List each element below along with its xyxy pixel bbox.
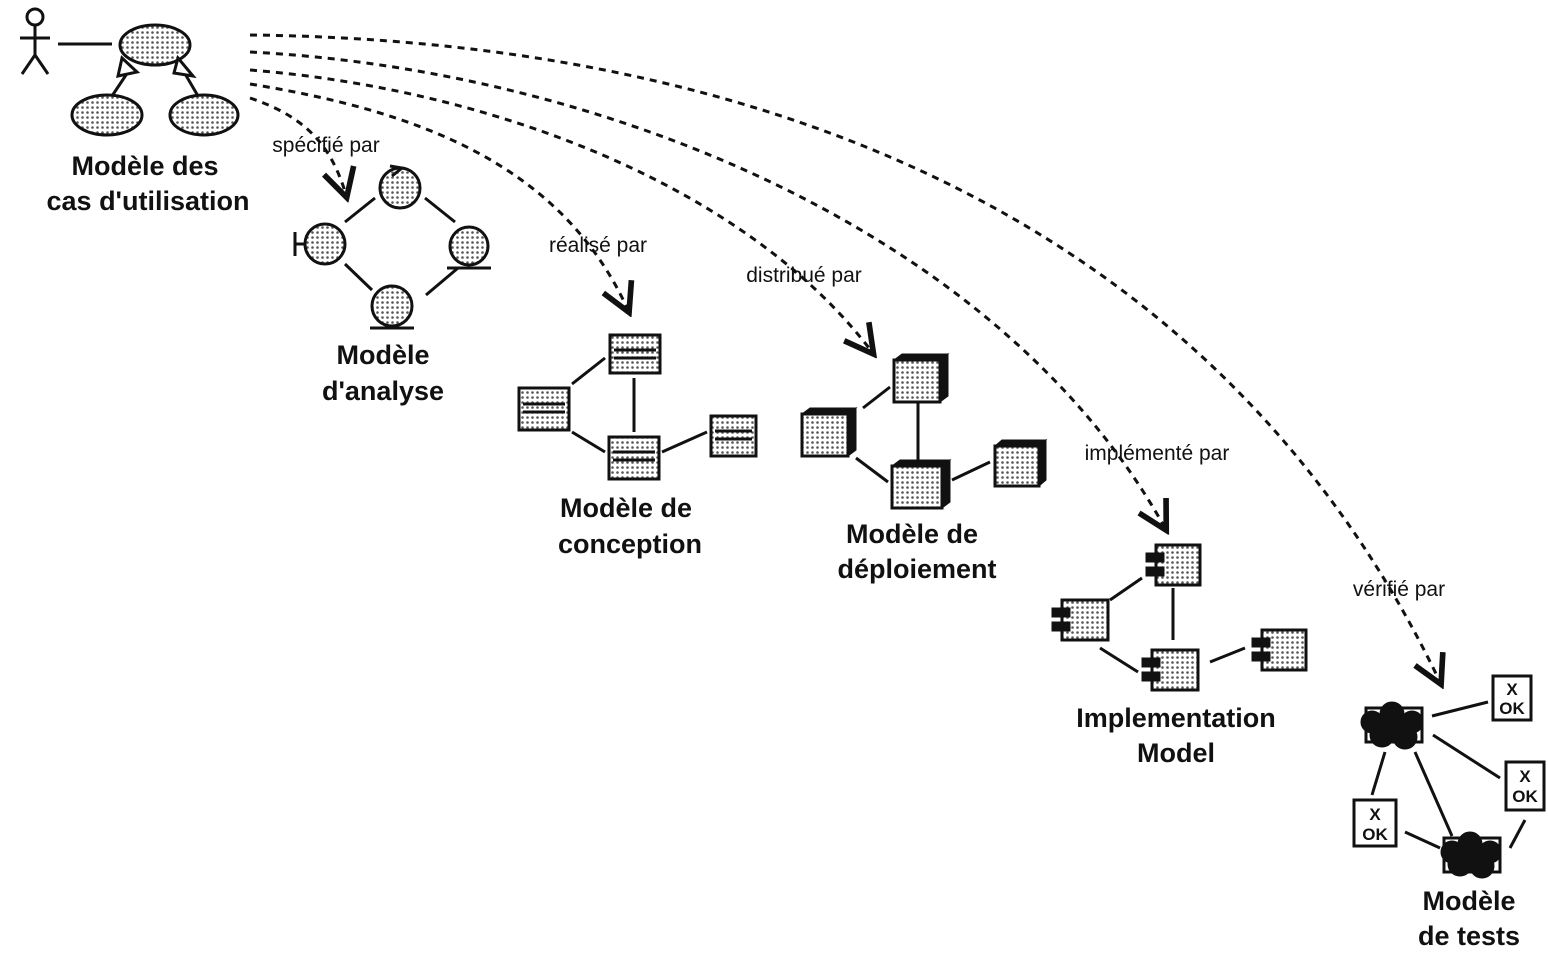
component-icon [1051,598,1110,642]
model-label-analysis: Modèle [336,340,429,370]
analysis-model: Modèle d'analyse [293,164,491,406]
class-icon [608,333,662,375]
generalization-arrows [110,54,200,97]
node-icon [892,353,950,404]
label-distributed: distribué par [746,264,862,287]
model-label-use-case: Modèle des [71,151,218,181]
model-label-deployment: déploiement [837,554,996,584]
svg-text:X: X [1369,805,1381,824]
implementation-model: Implementation Model [1051,543,1308,768]
arc-specified [249,96,346,195]
label-realized: réalisé par [549,234,647,257]
node-icon [890,459,952,510]
label-verified: vérifié par [1353,578,1445,601]
use-case-icon [70,93,144,137]
arc-distributed [249,68,872,352]
svg-text:X: X [1506,680,1518,699]
label-implemented: implémenté par [1085,442,1230,465]
model-label-implementation: Model [1137,738,1215,768]
model-label-test: de tests [1418,921,1520,951]
model-label-design: Modèle de [560,493,692,523]
trace-arcs [249,33,1440,682]
use-case-icon [118,23,192,67]
arc-verified [249,33,1440,682]
use-case-model: Modèle des cas d'utilisation [20,7,250,216]
control-class-icon [378,164,422,210]
model-label-analysis: d'analyse [322,376,444,406]
arc-implemented [249,50,1165,528]
class-icon [709,414,758,458]
design-model: Modèle de conception [517,333,758,559]
actor-icon [20,7,50,75]
deployment-model: Modèle de déploiement [800,353,1048,584]
model-label-implementation: Implementation [1076,703,1276,733]
node-icon [993,438,1048,488]
svg-text:OK: OK [1512,787,1538,806]
svg-text:X: X [1519,767,1531,786]
model-label-design: conception [558,529,702,559]
class-icon [517,386,571,432]
label-specified: spécifié par [272,134,379,157]
svg-text:OK: OK [1499,699,1525,718]
component-icon [1251,628,1308,672]
arc-realized [249,82,628,310]
model-label-deployment: Modèle de [846,519,978,549]
component-icon [1145,543,1202,587]
component-icon [1141,648,1200,692]
boundary-class-icon [293,222,347,266]
test-procedure-icon [1440,831,1502,879]
test-model: X OK X OK X OK Modèle de tests [1352,674,1546,951]
test-case-icon: X OK [1491,674,1533,722]
node-icon [800,407,858,458]
test-case-icon: X OK [1504,760,1546,812]
model-label-use-case: cas d'utilisation [47,186,250,216]
test-procedure-icon [1360,701,1424,750]
entity-class-icon [370,284,414,330]
entity-class-icon [447,225,491,270]
class-icon [607,435,661,481]
svg-text:OK: OK [1362,825,1388,844]
test-case-icon: X OK [1352,798,1398,848]
use-case-icon [168,93,240,137]
model-label-test: Modèle [1422,886,1515,916]
